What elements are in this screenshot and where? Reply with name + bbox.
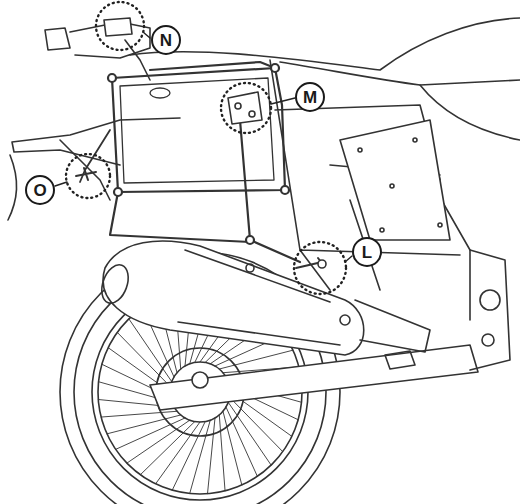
leader-line xyxy=(55,32,352,262)
wheel-spoke xyxy=(101,411,177,417)
callout-letter: O xyxy=(25,175,55,205)
wheel-spoke xyxy=(219,415,225,491)
callout-letter: N xyxy=(151,25,181,55)
highlight-circle xyxy=(66,2,346,294)
wheel-spoke xyxy=(172,422,205,491)
callout-letter: L xyxy=(352,237,382,267)
callout-letter: M xyxy=(295,82,325,112)
wheel-spoke xyxy=(208,418,215,494)
pannier-rack xyxy=(80,62,300,262)
wheel-spoke xyxy=(190,420,211,493)
